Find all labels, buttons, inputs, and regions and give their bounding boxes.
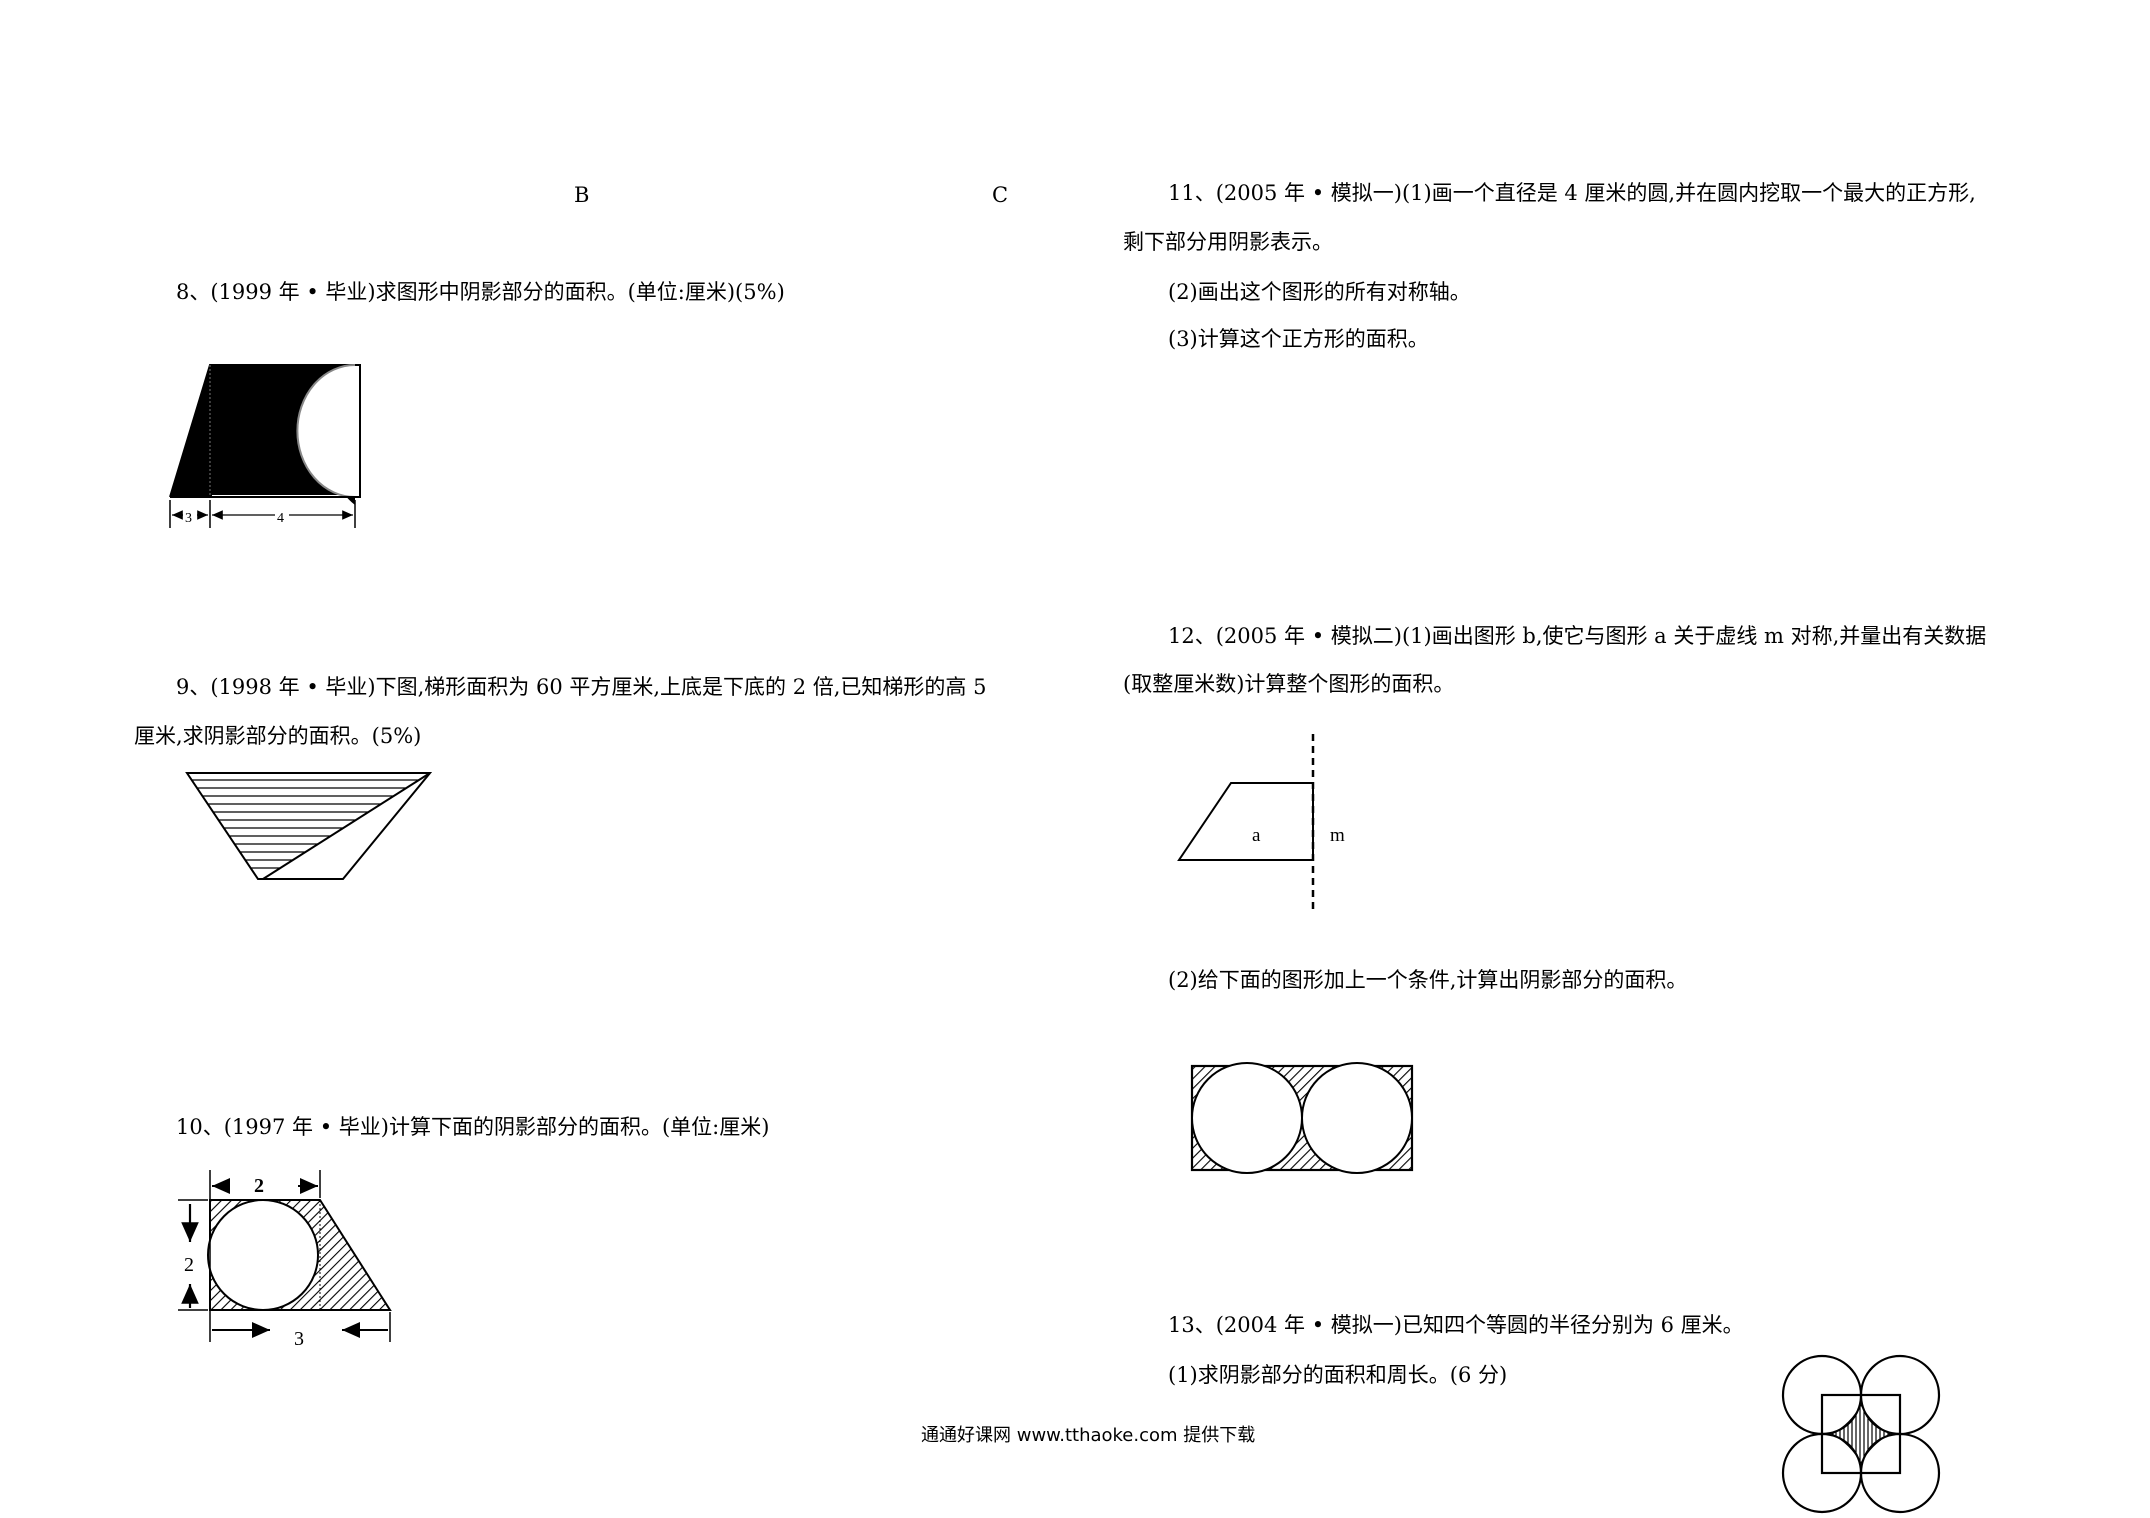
- question-12-part2-figure: [1190, 1062, 1414, 1174]
- q12-label-a: a: [1252, 825, 1261, 846]
- q10-dim-top: 2: [254, 1175, 264, 1197]
- question-13-figure: [1781, 1354, 1941, 1514]
- footer-text: 通通好课网 www.tthaoke.com 提供下载: [921, 1425, 1256, 1446]
- question-9-line2: 厘米,求阴影部分的面积。(5%): [134, 724, 422, 748]
- q8-dim-b: 4: [277, 511, 284, 526]
- question-8-figure: 3 4: [169, 364, 361, 528]
- question-13-line1: 13、(2004 年 • 模拟一)已知四个等圆的半径分别为 6 厘米。: [1168, 1313, 1744, 1337]
- question-10-text: 10、(1997 年 • 毕业)计算下面的阴影部分的面积。(单位:厘米): [176, 1115, 770, 1139]
- question-10-figure: 2 2 3: [178, 1170, 392, 1350]
- question-12-line2: (取整厘米数)计算整个图形的面积。: [1123, 672, 1455, 696]
- question-11-line1: 11、(2005 年 • 模拟一)(1)画一个直径是 4 厘米的圆,并在圆内挖取…: [1168, 181, 1976, 205]
- question-9-figure: [185, 772, 433, 880]
- question-9-line1: 9、(1998 年 • 毕业)下图,梯形面积为 60 平方厘米,上底是下底的 2…: [176, 675, 987, 699]
- q10-dim-bottom: 3: [294, 1328, 304, 1350]
- q10-dim-left: 2: [184, 1254, 194, 1276]
- question-11-line4: (3)计算这个正方形的面积。: [1168, 327, 1429, 351]
- q12-label-m: m: [1330, 825, 1345, 846]
- question-11-line2: 剩下部分用阴影表示。: [1123, 230, 1333, 254]
- question-13-line2: (1)求阴影部分的面积和周长。(6 分): [1168, 1363, 1508, 1387]
- question-12-figure: a m: [1177, 734, 1345, 912]
- label-b: B: [574, 183, 590, 207]
- question-11-line3: (2)画出这个图形的所有对称轴。: [1168, 280, 1471, 304]
- label-c: C: [992, 183, 1009, 207]
- question-12-line1: 12、(2005 年 • 模拟二)(1)画出图形 b,使它与图形 a 关于虚线 …: [1168, 624, 1987, 648]
- question-8-text: 8、(1999 年 • 毕业)求图形中阴影部分的面积。(单位:厘米)(5%): [176, 280, 785, 304]
- q8-dim-a: 3: [185, 511, 192, 526]
- question-12-part2: (2)给下面的图形加上一个条件,计算出阴影部分的面积。: [1168, 968, 1688, 992]
